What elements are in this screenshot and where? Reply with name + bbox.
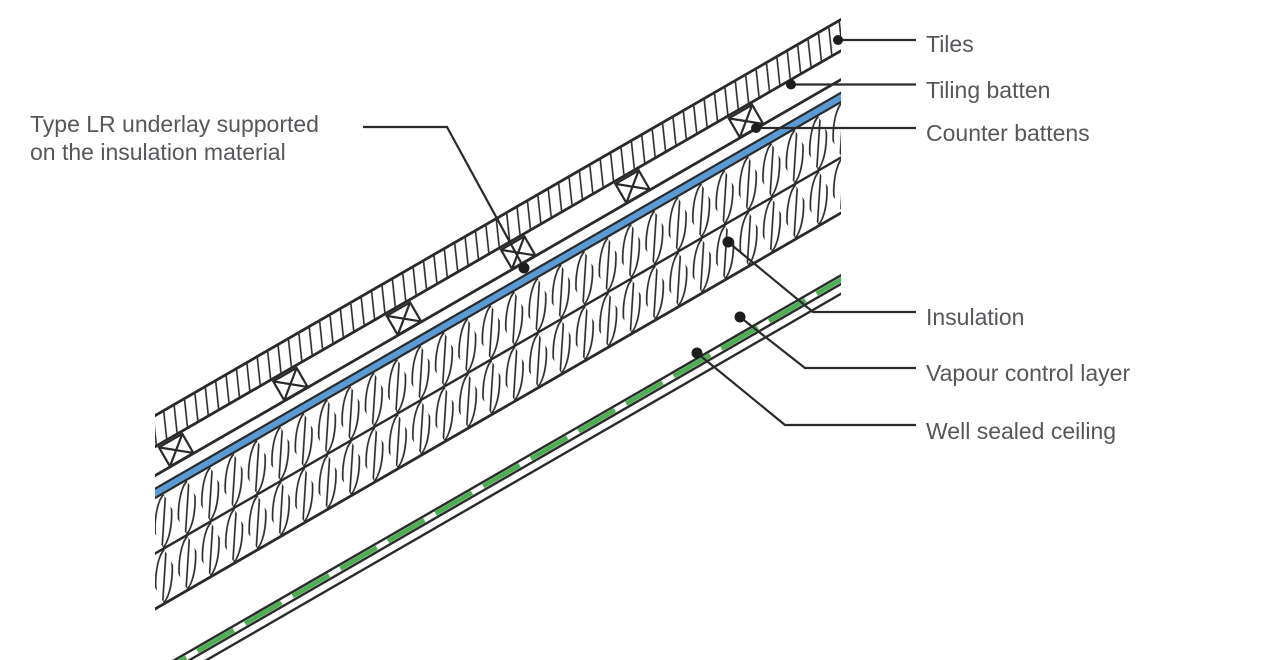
insulation-layer bbox=[155, 20, 841, 660]
roof-assembly bbox=[155, 0, 841, 660]
leader-insulation bbox=[727, 241, 916, 314]
label-well-sealed-ceiling: Well sealed ceiling bbox=[926, 418, 1117, 444]
leader-ceiling bbox=[696, 352, 916, 427]
counter-battens-layer bbox=[155, 2, 841, 585]
label-vapour-control-layer: Vapour control layer bbox=[926, 360, 1131, 386]
annotation-underlay-line2: on the insulation material bbox=[30, 139, 286, 165]
label-insulation: Insulation bbox=[926, 304, 1025, 330]
tiles-layer bbox=[155, 0, 841, 564]
leader-dots bbox=[518, 35, 843, 359]
underlay-layer bbox=[155, 12, 841, 602]
label-tiling-batten: Tiling batten bbox=[926, 77, 1051, 103]
vapour-control-and-ceiling bbox=[155, 149, 841, 660]
annotation-underlay: Type LR underlay supported on the insula… bbox=[30, 110, 319, 166]
annotation-underlay-line1: Type LR underlay supported bbox=[30, 111, 319, 137]
leader-lines bbox=[363, 38, 916, 427]
vapour-control-green-line bbox=[155, 151, 841, 660]
label-counter-battens: Counter battens bbox=[926, 120, 1090, 146]
leader-vcl bbox=[739, 316, 916, 370]
label-tiles: Tiles bbox=[926, 31, 974, 57]
leader-underlay bbox=[363, 125, 525, 269]
